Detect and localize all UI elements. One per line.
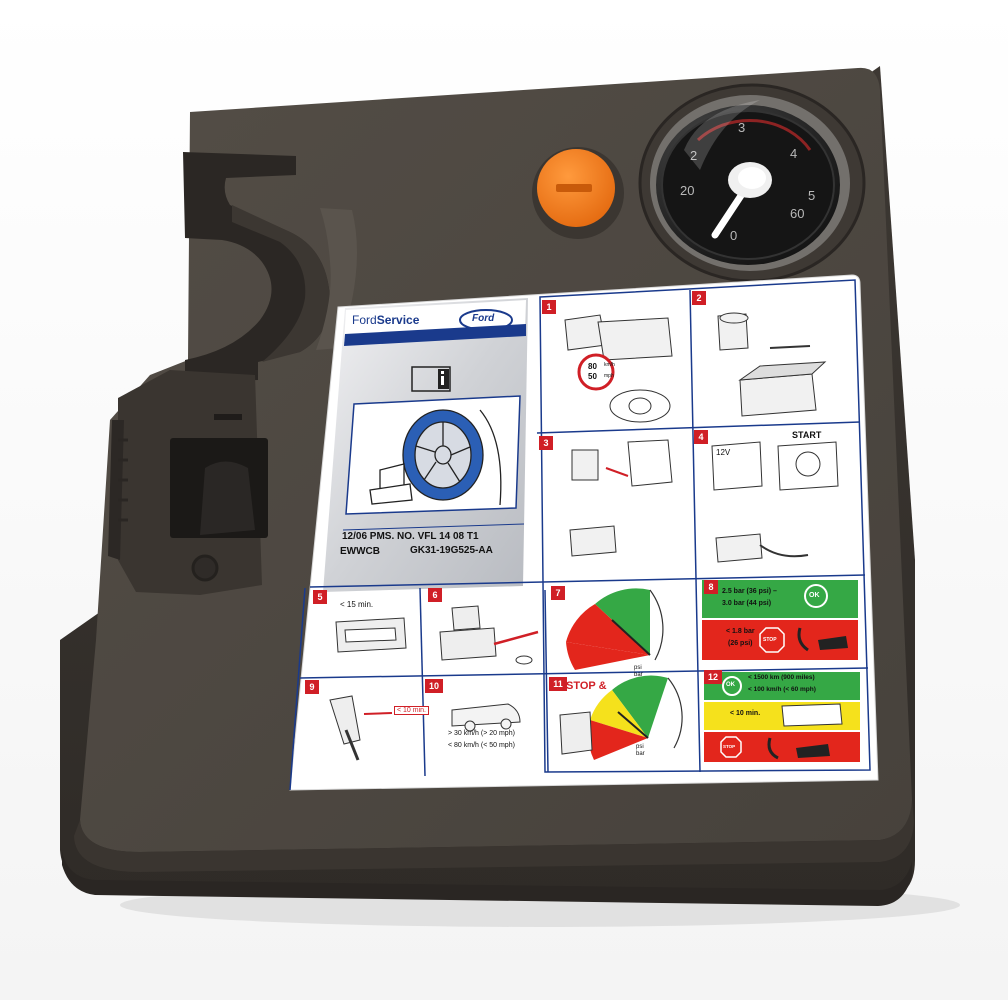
- brand-suffix: Service: [376, 313, 420, 327]
- svg-text:20: 20: [680, 183, 694, 198]
- step-number-2: 2: [692, 291, 706, 305]
- base-plate: [62, 852, 912, 906]
- step8-ok-line-2: 3.0 bar (44 psi): [722, 600, 772, 607]
- hose-holder-recess: [183, 152, 330, 382]
- svg-text:3: 3: [738, 120, 745, 135]
- step8-stop-badge: STOP: [763, 637, 777, 643]
- front-edge: [74, 800, 914, 872]
- ford-logo: Ford: [472, 313, 495, 324]
- step11-unit-bar: bar: [636, 751, 645, 757]
- step7-unit-bar: bar: [634, 672, 643, 678]
- step1-unit-top: km/h: [604, 362, 615, 368]
- step4-voltage: 12V: [716, 448, 731, 457]
- step5-time: < 15 min.: [340, 600, 374, 609]
- step8-ok-block: [702, 580, 858, 618]
- code-left: EWWCB: [340, 546, 380, 557]
- step-number-10: 10: [425, 679, 443, 693]
- orange-valve-cap: [532, 147, 624, 239]
- step10-speed-2: < 80 km/h (< 50 mph): [448, 742, 515, 749]
- svg-text:0: 0: [730, 228, 737, 243]
- step-number-12: 12: [704, 670, 722, 684]
- step-number-1: 1: [542, 300, 556, 314]
- code-right: GK31-19G525-AA: [410, 545, 493, 556]
- step8-ok-line-1: 2.5 bar (36 psi) –: [722, 588, 777, 595]
- ford-service-brand: FordService: [352, 313, 419, 327]
- step8-ok-badge: OK: [809, 592, 820, 599]
- step7-unit-psi: psi: [634, 665, 642, 671]
- step12-ok-line-1: < 1500 km (900 miles): [748, 674, 815, 681]
- step11-title: STOP &: [566, 680, 607, 692]
- step4-start: START: [792, 430, 822, 440]
- step-number-3: 3: [539, 436, 553, 450]
- compartment-ridges: [108, 420, 124, 560]
- step12-ok-badge: OK: [726, 682, 735, 688]
- step-number-7: 7: [551, 586, 565, 600]
- step1-unit-bottom: mph: [604, 373, 614, 379]
- step12-stop-badge: STOP: [723, 744, 736, 749]
- step-number-8: 8: [704, 580, 718, 594]
- svg-text:4: 4: [790, 146, 797, 161]
- pressure-gauge: 3 4 5 2 20 60 0: [638, 83, 866, 283]
- indicator-slot: [214, 414, 242, 420]
- brand-prefix: Ford: [352, 313, 377, 327]
- svg-text:5: 5: [808, 188, 815, 203]
- step10-speed-1: > 30 km/h (> 20 mph): [448, 730, 515, 737]
- svg-text:2: 2: [690, 148, 697, 163]
- grip-ridges: [118, 438, 128, 522]
- step12-time: < 10 min.: [730, 710, 761, 717]
- part-number-line: 12/06 PMS. NO. VFL 14 08 T1: [342, 531, 479, 542]
- step-number-4: 4: [694, 430, 708, 444]
- step1-speed-bottom: 50: [588, 372, 597, 381]
- instruction-label: [289, 274, 879, 791]
- step-number-6: 6: [428, 588, 442, 602]
- step-number-9: 9: [305, 680, 319, 694]
- svg-text:60: 60: [790, 206, 804, 221]
- power-button: [191, 554, 219, 582]
- step12-ok-line-2: < 100 km/h (< 60 mph): [748, 686, 816, 693]
- step-number-11: 11: [549, 677, 567, 691]
- step11-unit-psi: psi: [636, 744, 644, 750]
- step-number-5: 5: [313, 590, 327, 604]
- cord-plug: [200, 461, 255, 535]
- hose-holder-inner: [232, 205, 330, 362]
- step10-time: < 10 min.: [394, 706, 429, 715]
- step8-stop-line-2: (26 psi): [728, 640, 753, 647]
- step7-gauge: [566, 588, 664, 670]
- step1-speed-top: 80: [588, 362, 597, 371]
- step11-gauge: [559, 675, 683, 760]
- step8-stop-line-1: < 1.8 bar: [726, 628, 755, 635]
